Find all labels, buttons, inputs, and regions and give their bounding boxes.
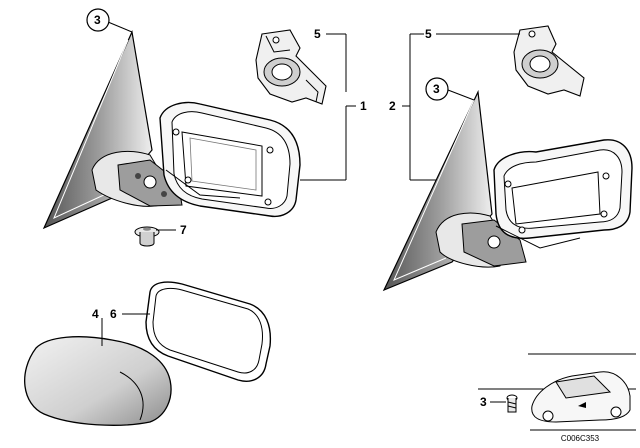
callout-label-left-3: 3 (94, 13, 101, 27)
callout-circle-right-3 (425, 77, 449, 101)
inset-screw (506, 394, 518, 413)
catalog-code: C006C353 (561, 434, 600, 443)
callout-label-6: 6 (110, 307, 117, 321)
callout-label-inset-3: 3 (480, 395, 487, 409)
callout-label-7: 7 (180, 223, 187, 237)
callout-label-right-3: 3 (433, 82, 440, 96)
screw-part (134, 226, 160, 247)
cover-cap-part (24, 336, 172, 426)
left-bracket-part (255, 29, 327, 105)
callout-label-4: 4 (92, 307, 99, 321)
callout-label-2: 2 (389, 99, 396, 113)
right-mirror-assembly (382, 89, 633, 292)
callout-label-right-5: 5 (425, 27, 432, 41)
callout-label-left-5: 5 (314, 27, 321, 41)
mirror-glass-part (145, 281, 272, 382)
callout-circle-left-3 (86, 8, 110, 32)
inset-car-thumbnail (478, 353, 636, 431)
leader-lines (101, 21, 520, 403)
left-mirror-assembly (42, 29, 301, 230)
callout-label-1: 1 (360, 99, 367, 113)
right-bracket-part (513, 25, 585, 97)
